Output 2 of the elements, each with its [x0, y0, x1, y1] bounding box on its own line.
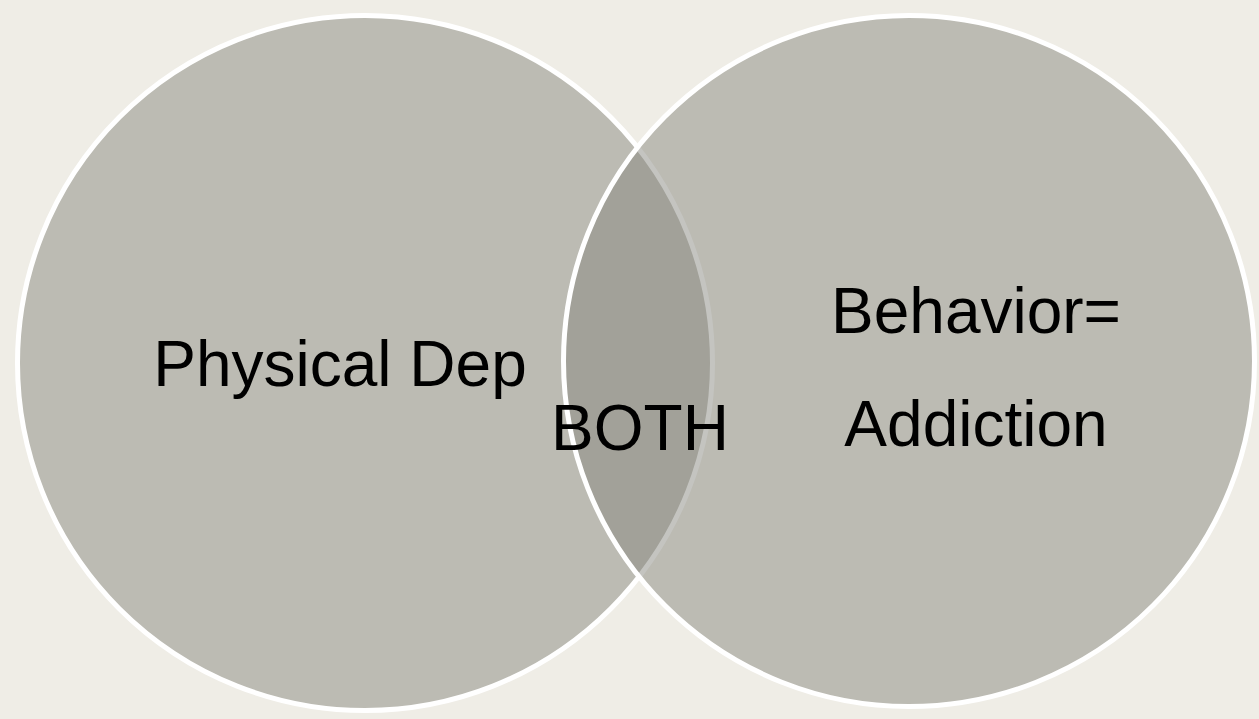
circle-label: Behavior= Addiction: [830, 274, 1122, 462]
circle-label: Physical Dep: [152, 327, 528, 402]
